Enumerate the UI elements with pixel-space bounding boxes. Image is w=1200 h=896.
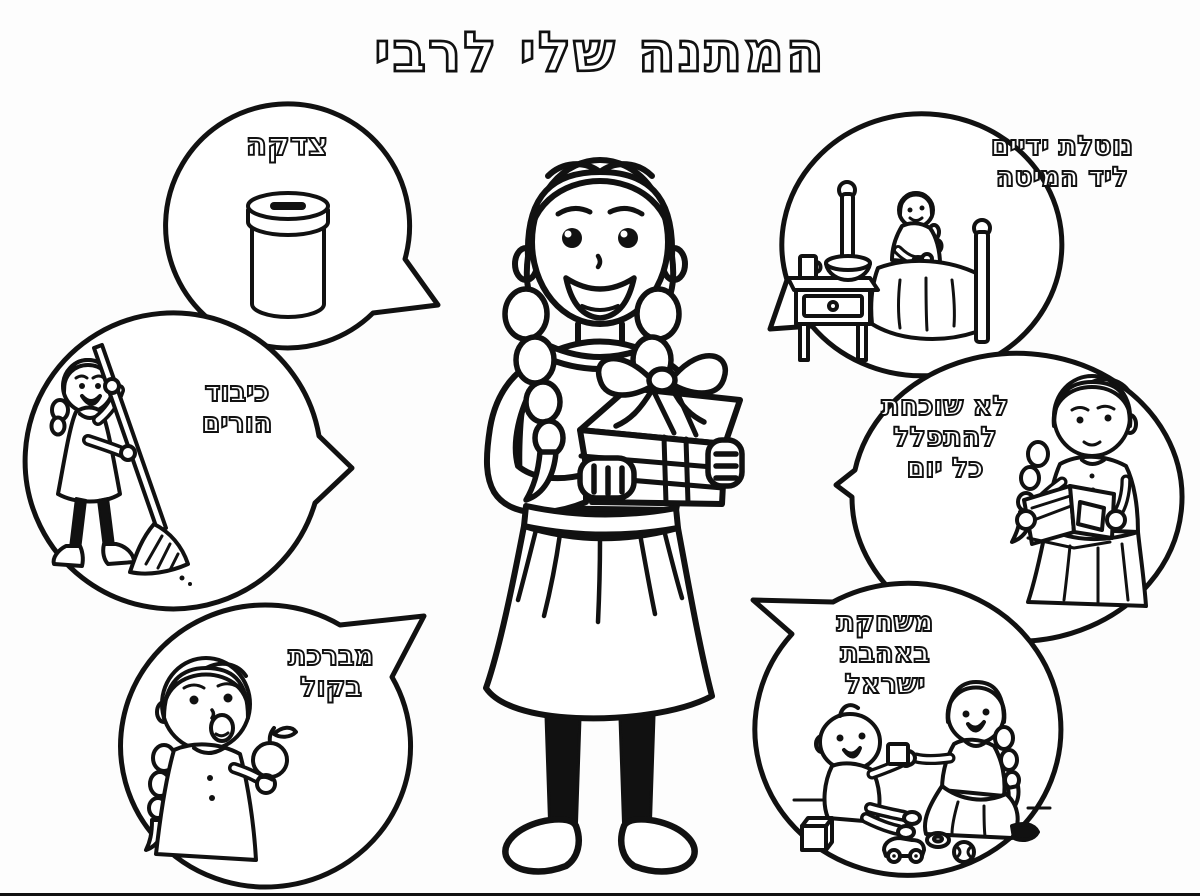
hair xyxy=(524,169,676,259)
toy-car xyxy=(882,836,926,864)
bubble-label-line: ישראל xyxy=(844,668,927,700)
hand xyxy=(1105,509,1127,531)
bubble-label-line: לא שוכחת xyxy=(880,390,1009,422)
girl-playing-with-baby-icon xyxy=(792,680,1052,864)
bubble-label-kibud-horim: כיבוד הורים xyxy=(178,376,296,440)
girl-washing-hands-by-bed-icon xyxy=(786,180,992,362)
hand xyxy=(1015,509,1037,531)
bubble-label-line: הורים xyxy=(201,407,274,439)
bubble-label-tefillah: לא שוכחת להתפלל כל יום xyxy=(856,390,1034,484)
bubble-label-line: משחקת xyxy=(836,606,935,638)
braid xyxy=(502,286,566,503)
washing-cup xyxy=(798,254,823,280)
bubble-label-tzedakah: צדקה xyxy=(187,126,387,164)
kneeling-skirt xyxy=(923,784,1020,840)
shoe xyxy=(618,816,698,875)
girl-sweeping-icon xyxy=(49,343,192,586)
bubble-label-mevarechet-bekol: מברכת בקול xyxy=(258,640,404,704)
bubble-label-ahavat-yisrael: משחקת באהבת ישראל xyxy=(795,606,975,700)
girl-blessing-on-apple-icon xyxy=(144,656,298,862)
tzedakah-box-icon xyxy=(246,191,330,319)
shoe xyxy=(502,816,582,875)
gift-bow xyxy=(595,353,729,429)
toy-cube xyxy=(800,816,834,852)
bubble-label-line: צדקה xyxy=(245,126,329,164)
bubble-label-line: ליד המיטה xyxy=(995,161,1129,193)
nightstand xyxy=(786,276,880,362)
toy-ring xyxy=(925,831,951,849)
page-title: המתנה שלי לרבי xyxy=(373,19,826,86)
bubble-label-line: כל יום xyxy=(906,452,985,484)
toy-ball xyxy=(952,840,976,864)
apple xyxy=(251,725,298,779)
hand xyxy=(577,455,637,501)
skirt-pleats xyxy=(515,527,685,625)
older-girl xyxy=(886,680,1040,842)
girl-praying-from-siddur-icon xyxy=(1010,374,1148,608)
bubble-label-netilat-yadayim: נוטלת ידיים ליד המיטה xyxy=(942,130,1182,194)
hand xyxy=(705,437,745,489)
bubble-label-line: מברכת xyxy=(287,640,375,672)
bubble-label-line: נוטלת ידיים xyxy=(990,130,1134,162)
tights xyxy=(544,714,656,840)
bubble-label-line: בקול xyxy=(299,671,363,703)
toy-block-held xyxy=(886,742,910,766)
page-bottom-edge-line xyxy=(0,893,1200,896)
bubble-label-line: באהבת xyxy=(839,637,930,669)
skirt xyxy=(1026,526,1148,608)
washing-bowl xyxy=(824,254,872,282)
bubble-label-line: כיבוד xyxy=(204,376,271,408)
bubble-label-line: להתפלל xyxy=(892,421,998,453)
girl-holding-gift-figure xyxy=(483,157,745,875)
